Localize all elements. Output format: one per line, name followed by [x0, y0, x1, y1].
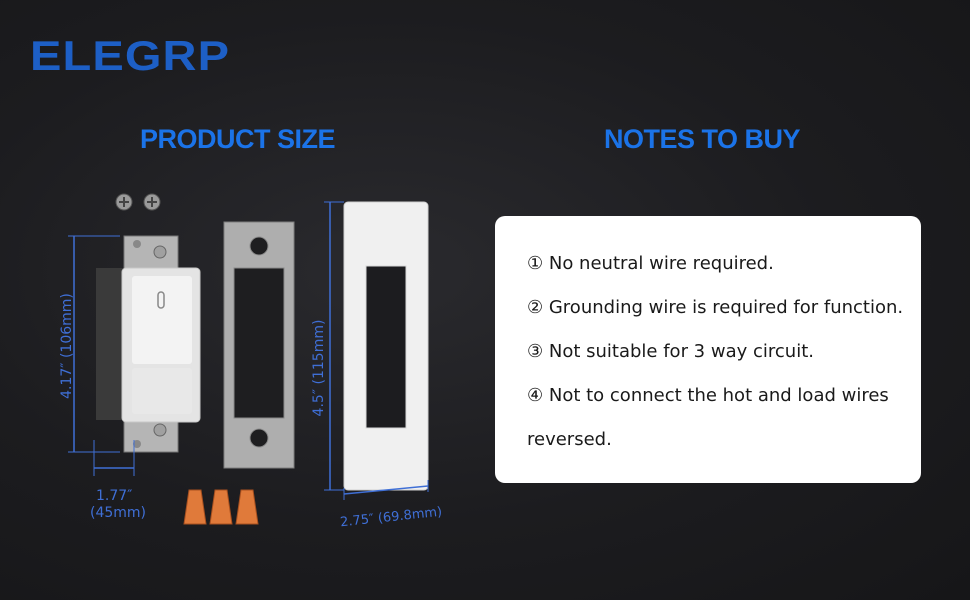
switch-width-in-label: 1.77″	[96, 488, 133, 504]
wire-nut-icon	[235, 489, 259, 525]
notes-title: NOTES TO BUY	[604, 124, 801, 154]
wire-nut-icon	[209, 489, 233, 525]
note-no-neutral: ① No neutral wire required.	[527, 253, 774, 274]
wall-plate	[343, 201, 429, 491]
note-hot-load: ④ Not to connect the hot and load wires	[527, 385, 889, 406]
plate-height-dimension	[324, 201, 344, 491]
switch-height-label: 4.17″ (106mm)	[59, 293, 75, 399]
note-reversed: reversed.	[527, 429, 612, 450]
screw-icon	[115, 193, 133, 211]
switch-width-mm-label: (45mm)	[90, 505, 147, 521]
notes-card: ① No neutral wire required. ② Grounding …	[495, 216, 921, 483]
note-3way: ③ Not suitable for 3 way circuit.	[527, 341, 814, 362]
dimmer-switch	[96, 235, 201, 453]
wire-nut-icon	[183, 489, 207, 525]
plate-height-label: 4.5″ (115mm)	[311, 319, 327, 417]
brand-logo: ELEGRP	[30, 32, 231, 79]
plate-width-dimension	[343, 480, 429, 500]
screw-icon	[143, 193, 161, 211]
product-size-title: PRODUCT SIZE	[140, 124, 336, 154]
mounting-bracket	[223, 221, 295, 469]
note-grounding: ② Grounding wire is required for functio…	[527, 297, 904, 318]
switch-width-dimension	[93, 440, 135, 476]
